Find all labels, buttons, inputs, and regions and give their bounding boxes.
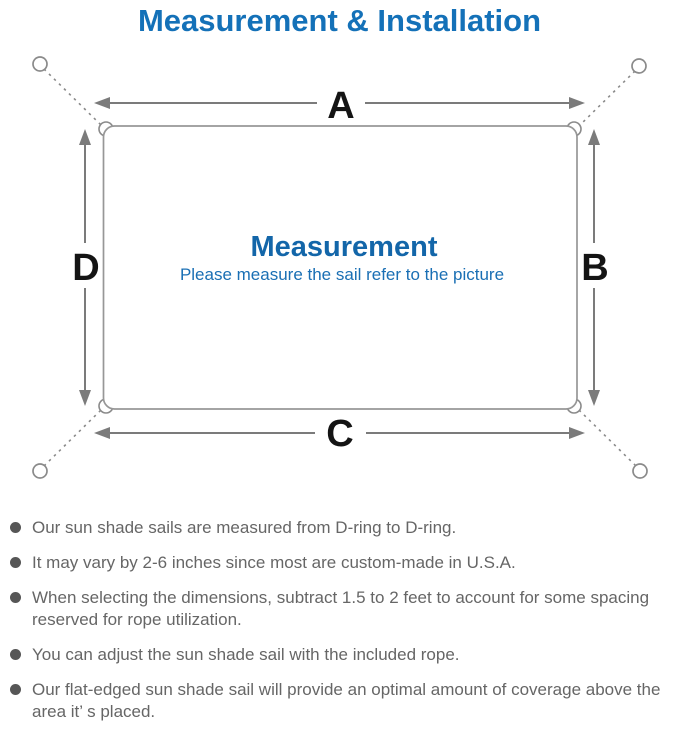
- anchor-ring-icon-bottom-right: [632, 463, 648, 479]
- arrow-d-down-head: [79, 390, 91, 406]
- note-text: It may vary by 2-6 inches since most are…: [32, 553, 516, 572]
- note-text: You can adjust the sun shade sail with t…: [32, 645, 460, 664]
- arrow-b-up-head: [588, 129, 600, 145]
- dim-label-b: B: [581, 247, 608, 289]
- list-item: When selecting the dimensions, subtract …: [10, 587, 670, 631]
- rope-dashed-line-bottom-left: [43, 409, 102, 467]
- notes-list: Our sun shade sails are measured from D-…: [0, 509, 679, 723]
- arrow-c-right-head: [569, 427, 585, 439]
- list-item: Our sun shade sails are measured from D-…: [10, 517, 670, 539]
- diagram-center-subtitle: Please measure the sail refer to the pic…: [180, 265, 504, 284]
- dim-label-d: D: [72, 247, 99, 289]
- bullet-dot-icon: [10, 592, 21, 603]
- arrow-a-left-head: [94, 97, 110, 109]
- bullet-dot-icon: [10, 557, 21, 568]
- bullet-dot-icon: [10, 684, 21, 695]
- arrow-c-left-head: [94, 427, 110, 439]
- measurement-diagram: A C D B Measurement Please measure the s…: [0, 39, 679, 509]
- anchor-ring-icon-top-right: [631, 58, 647, 74]
- anchor-ring-icon-bottom-left: [32, 463, 48, 479]
- arrow-a-right-head: [569, 97, 585, 109]
- bullet-dot-icon: [10, 522, 21, 533]
- arrow-d-up-head: [79, 129, 91, 145]
- sail-diagram-svg: A C D B Measurement Please measure the s…: [32, 56, 648, 479]
- note-text: Our sun shade sails are measured from D-…: [32, 518, 457, 537]
- rope-dashed-line-top-left: [43, 68, 102, 126]
- list-item: It may vary by 2-6 inches since most are…: [10, 552, 670, 574]
- diagram-center-title: Measurement: [251, 231, 438, 263]
- rope-dashed-line-bottom-right: [578, 409, 637, 467]
- dim-label-a: A: [327, 85, 354, 127]
- sail-outline: [102, 125, 578, 410]
- page-title: Measurement & Installation: [137, 3, 542, 38]
- list-item: You can adjust the sun shade sail with t…: [10, 644, 670, 666]
- list-item: Our flat-edged sun shade sail will provi…: [10, 679, 670, 723]
- rope-dashed-line-top-right: [578, 70, 636, 127]
- note-text: Our flat-edged sun shade sail will provi…: [32, 680, 661, 721]
- anchor-ring-icon-top-left: [32, 56, 48, 72]
- bullet-dot-icon: [10, 649, 21, 660]
- note-text: When selecting the dimensions, subtract …: [32, 588, 650, 629]
- arrow-b-down-head: [588, 390, 600, 406]
- dim-label-c: C: [326, 413, 353, 455]
